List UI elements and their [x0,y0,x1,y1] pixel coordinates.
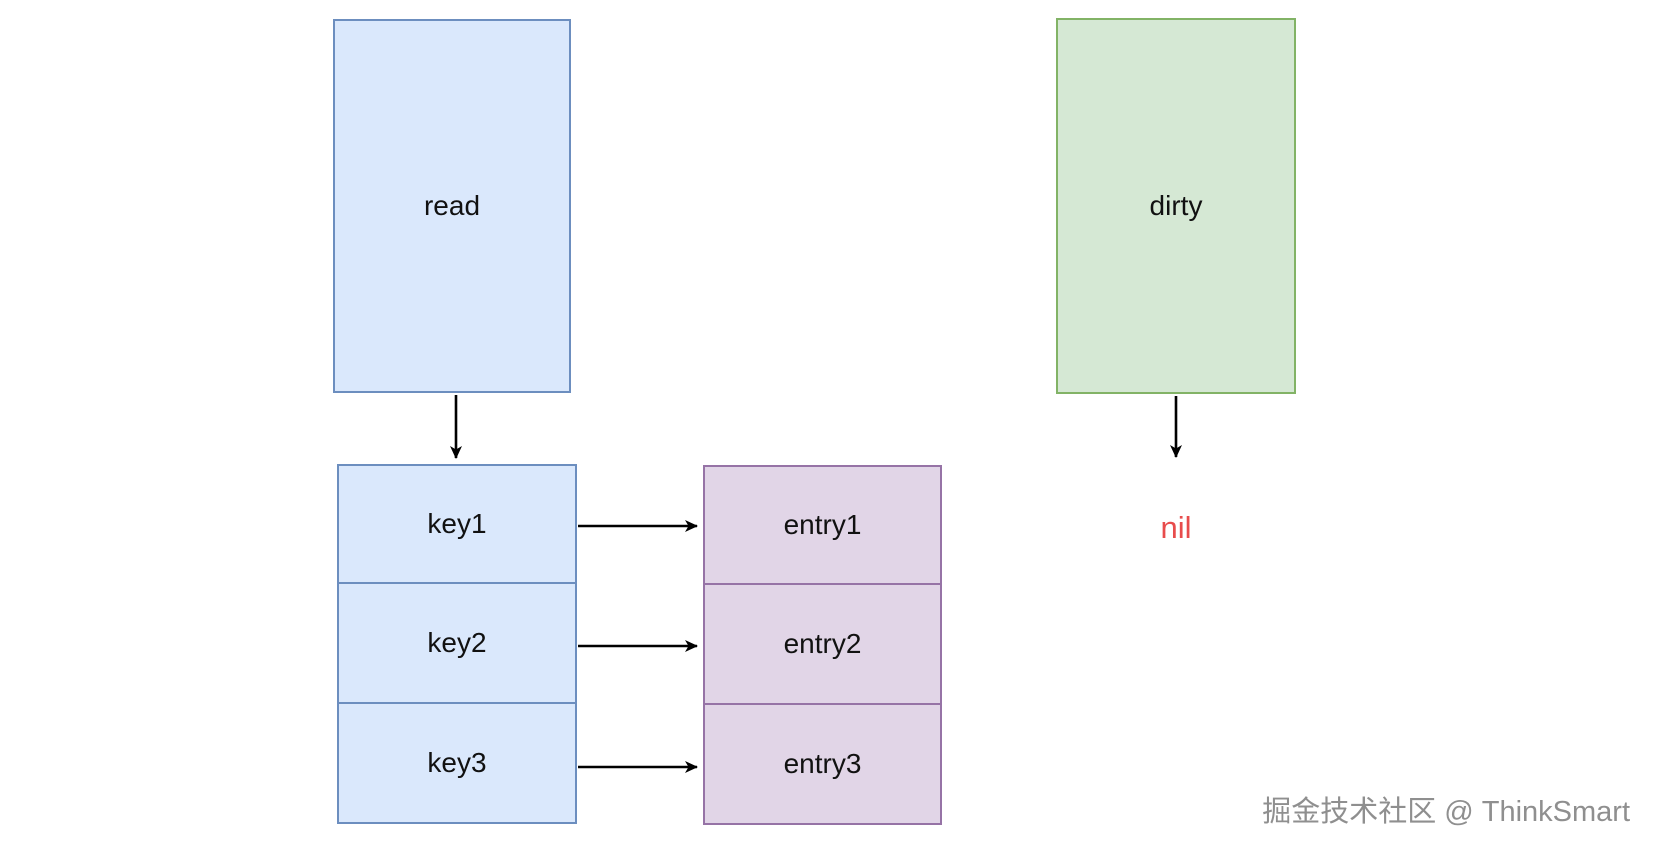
dirty-map-label: dirty [1149,190,1203,222]
entry-cell-1: entry1 [703,465,942,585]
key-cell-2: key2 [337,584,577,704]
key-label-1: key1 [427,508,487,539]
key-label-3: key3 [427,747,487,778]
entry-cell-3: entry3 [703,705,942,825]
read-map-label: read [423,190,481,222]
key-stack: key1 key2 key3 [337,464,577,824]
entry-cell-2: entry2 [703,585,942,705]
entry-label-1: entry1 [783,509,862,540]
read-map-box: read [333,19,571,393]
entry-label-3: entry3 [783,748,862,779]
entry-stack: entry1 entry2 entry3 [703,465,942,825]
nil-value-label: nil [1160,510,1192,545]
entry-label-2: entry2 [783,628,862,659]
key-cell-1: key1 [337,464,577,584]
dirty-map-box: dirty [1056,18,1296,394]
key-cell-3: key3 [337,704,577,824]
watermark-text: 掘金技术社区 @ ThinkSmart [1262,796,1630,828]
key-label-2: key2 [427,627,487,658]
